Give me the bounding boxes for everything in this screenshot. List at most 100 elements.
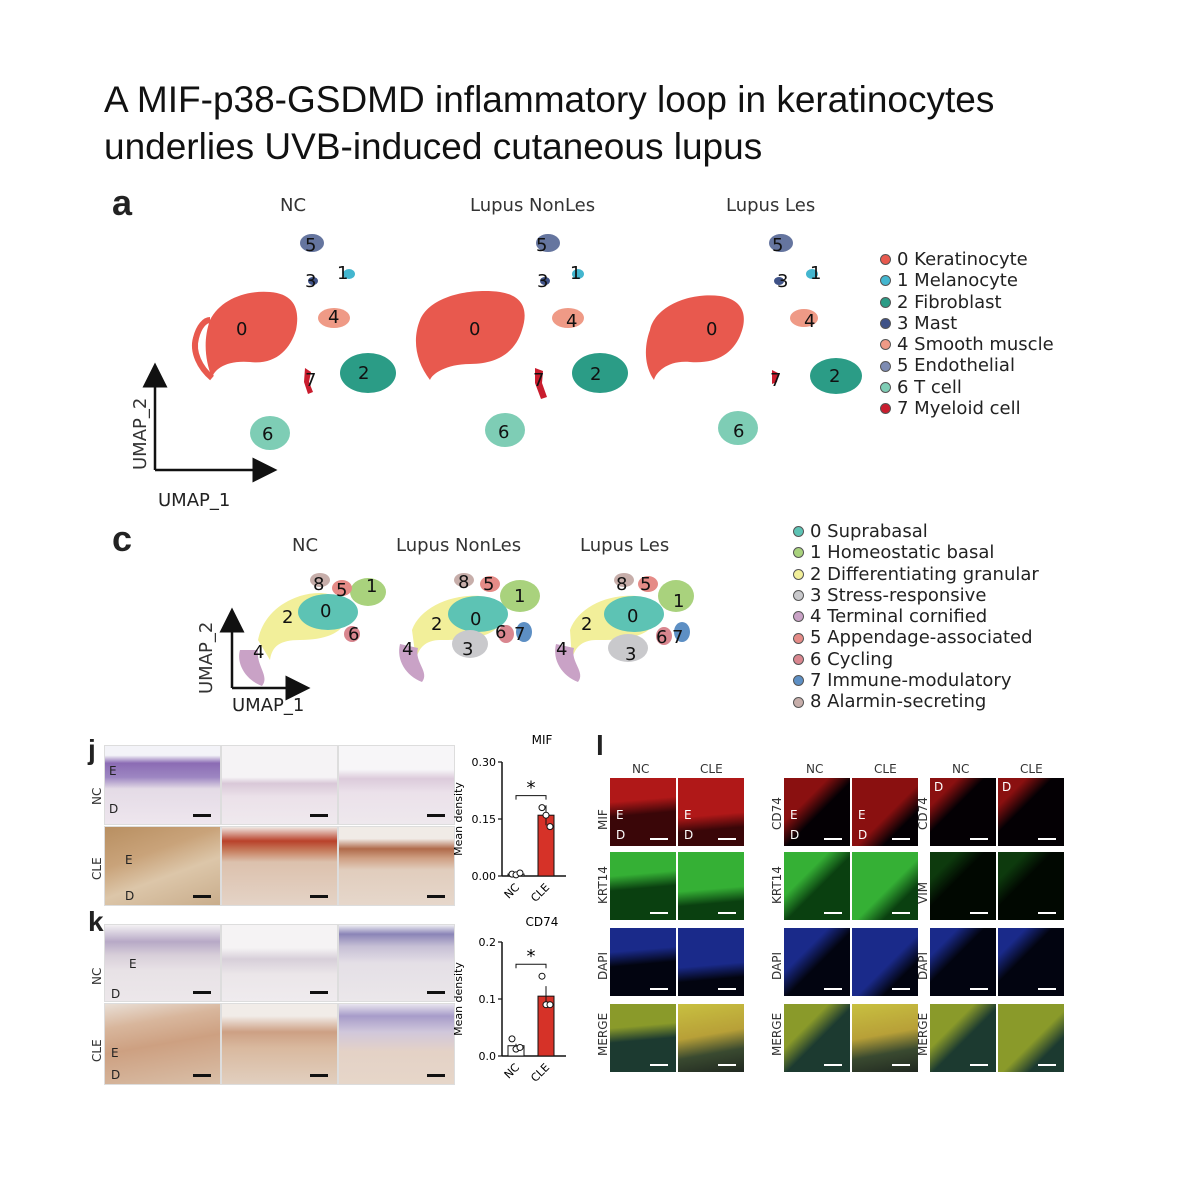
umap-a-nc xyxy=(192,234,396,450)
c-legend-item-1: 1 Homeostatic basal xyxy=(793,542,1039,563)
l-image-dapi-nc xyxy=(610,928,676,996)
l-image-merge-cle xyxy=(998,1004,1064,1072)
l-e-label: E xyxy=(684,808,692,822)
scale-bar xyxy=(650,988,668,990)
legend-label: 0 Suprabasal xyxy=(810,521,928,542)
legend-label: 1 Melanocyte xyxy=(897,270,1018,292)
l-d-label: D xyxy=(1002,780,1012,794)
scale-bar xyxy=(970,912,988,914)
l-image-merge-nc xyxy=(610,1004,676,1072)
panel-c-cond-nonles: Lupus NonLes xyxy=(396,535,522,556)
scale-bar xyxy=(718,838,736,840)
y-tick-label: 0.1 xyxy=(479,993,497,1006)
a-legend-item-3: 3 Mast xyxy=(880,313,1054,334)
svg-text:6: 6 xyxy=(498,422,509,443)
svg-text:2: 2 xyxy=(282,607,293,628)
a-nc-num-1: 1 xyxy=(337,263,348,284)
l-e-label: E xyxy=(616,808,624,822)
legend-swatch xyxy=(880,360,891,372)
l-row-label-mif: MIF xyxy=(596,809,610,830)
svg-text:2: 2 xyxy=(581,614,592,635)
l-image-dapi-nc xyxy=(784,928,850,996)
l-row-label-vim: VIM xyxy=(916,881,930,904)
l-image-dapi-cle xyxy=(852,928,918,996)
scale-bar xyxy=(824,838,842,840)
a-legend-item-1: 1 Melanocyte xyxy=(880,270,1054,291)
l-d-label: D xyxy=(790,828,800,842)
l-col-header-cle: CLE xyxy=(1020,762,1043,776)
j-row-cle: CLE xyxy=(90,857,104,880)
l-col-header-nc: NC xyxy=(632,762,650,776)
j-nc-image-3 xyxy=(338,745,455,825)
significance-bracket xyxy=(515,795,547,800)
a-nc-num-2: 2 xyxy=(358,363,369,384)
svg-text:1: 1 xyxy=(570,263,581,284)
svg-text:0: 0 xyxy=(469,319,480,340)
l-col-header-nc: NC xyxy=(806,762,824,776)
l-image-vim-cle xyxy=(998,852,1064,920)
svg-text:4: 4 xyxy=(566,311,577,332)
a-nc-num-0: 0 xyxy=(236,319,247,340)
svg-text:6: 6 xyxy=(495,622,506,643)
c-legend-item-0: 0 Suprabasal xyxy=(793,521,1039,542)
svg-text:7: 7 xyxy=(770,370,781,391)
k-row-cle: CLE xyxy=(90,1039,104,1062)
a-nc-num-7: 7 xyxy=(305,370,316,391)
l-col-header-cle: CLE xyxy=(874,762,897,776)
cluster-5-endothelial xyxy=(300,234,324,252)
c-legend-item-4: 4 Terminal cornified xyxy=(793,606,1039,627)
legend-label: 2 Fibroblast xyxy=(897,291,1002,313)
a-nc-num-5: 5 xyxy=(305,235,316,256)
l-d-label: D xyxy=(934,780,944,794)
l-e-label: E xyxy=(858,808,866,822)
cluster-7-myeloid xyxy=(304,368,313,394)
cluster-4-smooth-muscle xyxy=(318,308,350,328)
svg-text:1: 1 xyxy=(810,263,821,284)
legend-label: 7 Myeloid cell xyxy=(897,398,1021,420)
legend-swatch xyxy=(793,590,804,602)
svg-text:2: 2 xyxy=(829,366,840,387)
y-axis-label: Mean density xyxy=(452,962,465,1036)
l-d-label: D xyxy=(858,828,868,842)
c-legend-item-3: 3 Stress-responsive xyxy=(793,585,1039,606)
l-row-label-dapi: DAPI xyxy=(916,951,930,980)
panel-a-cond-nc: NC xyxy=(280,195,307,216)
legend-label: 2 Differentiating granular xyxy=(810,563,1039,585)
data-point xyxy=(508,1035,516,1043)
legend-swatch xyxy=(880,403,891,415)
l-image-merge-nc xyxy=(784,1004,850,1072)
legend-swatch xyxy=(880,275,891,287)
l-image-dapi-cle xyxy=(998,928,1064,996)
svg-text:5: 5 xyxy=(536,235,547,256)
svg-text:3: 3 xyxy=(462,639,473,660)
c-legend-item-2: 2 Differentiating granular xyxy=(793,564,1039,585)
j-cle-image-3 xyxy=(338,826,455,906)
a-legend-item-7: 7 Myeloid cell xyxy=(880,398,1054,419)
svg-text:6: 6 xyxy=(348,624,359,645)
svg-text:7: 7 xyxy=(514,624,525,645)
e-label: E xyxy=(109,764,117,778)
legend-swatch xyxy=(793,653,804,665)
significance-bracket xyxy=(515,963,547,969)
l-d-label: D xyxy=(616,828,626,842)
panel-j-label: j xyxy=(88,734,96,765)
legend-label: 5 Endothelial xyxy=(897,355,1015,377)
legend-swatch xyxy=(793,632,804,644)
scale-bar xyxy=(718,988,736,990)
legend-label: 8 Alarmin-secreting xyxy=(810,691,987,713)
chart-title: MIF xyxy=(532,733,553,747)
l-image-cd74-nc: D xyxy=(930,778,996,846)
svg-text:6: 6 xyxy=(656,627,667,648)
title-line-2: underlies UVB-induced cutaneous lupus xyxy=(104,126,763,167)
x-tick-label: CLE xyxy=(528,881,552,905)
a-legend-item-6: 6 T cell xyxy=(880,377,1054,398)
svg-text:4: 4 xyxy=(556,639,567,660)
svg-text:7: 7 xyxy=(533,370,544,391)
y-tick-label: 0.15 xyxy=(472,813,497,826)
panel-c-cond-nc: NC xyxy=(292,535,319,556)
scale-bar xyxy=(650,1064,668,1066)
panel-c-label: c xyxy=(112,518,133,559)
